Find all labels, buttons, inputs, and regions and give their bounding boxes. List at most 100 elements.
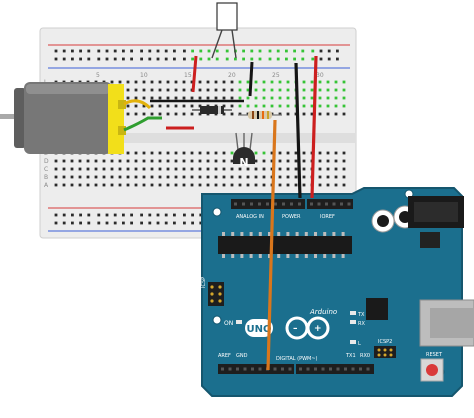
breadboard-hole	[294, 175, 298, 179]
header-pin[interactable]	[290, 202, 293, 206]
breadboard-hole	[254, 183, 258, 187]
header-pin[interactable]	[236, 367, 239, 371]
breadboard-hole	[150, 167, 154, 171]
header-pin[interactable]	[258, 202, 261, 206]
breadboard-hole	[122, 213, 125, 217]
header-pin[interactable]	[317, 202, 321, 206]
header-pin[interactable]	[273, 367, 277, 371]
header-pin[interactable]	[299, 367, 302, 371]
header-pin[interactable]	[306, 367, 310, 371]
header-pin[interactable]	[332, 202, 336, 206]
breadboard-hole	[102, 167, 106, 171]
chip-pin	[240, 232, 244, 236]
header-pin[interactable]	[329, 367, 332, 371]
header-pin[interactable]	[281, 367, 284, 371]
header-pin[interactable]	[298, 202, 301, 206]
wire-black-vertical	[248, 61, 254, 97]
sensor-lead-left	[211, 29, 223, 59]
sensor-component	[211, 2, 238, 59]
breadboard-hole	[70, 159, 74, 163]
chip-pin	[332, 254, 336, 258]
chip-pin	[314, 232, 317, 236]
header-pin[interactable]	[251, 367, 254, 371]
breadboard-hole	[173, 57, 176, 61]
chip-pin	[341, 232, 345, 236]
breadboard-hole	[54, 159, 58, 163]
header-pin[interactable]	[266, 202, 269, 206]
breadboard-hole	[230, 151, 234, 155]
breadboard-hole	[94, 175, 98, 179]
breadboard-hole	[310, 96, 314, 100]
header-pin[interactable]	[258, 367, 262, 371]
breadboard-hole	[222, 167, 226, 171]
breadboard-hole	[230, 167, 234, 171]
motor-wire-yellow	[123, 99, 152, 110]
icsp-pins	[210, 285, 222, 303]
breadboard-hole	[54, 167, 58, 171]
column-number: 5	[96, 72, 100, 79]
breadboard-hole	[105, 57, 109, 61]
header-pin[interactable]	[250, 202, 253, 206]
breadboard-hole	[150, 104, 154, 108]
header-pin[interactable]	[274, 202, 277, 206]
header-pin[interactable]	[314, 367, 317, 371]
breadboard-hole	[190, 175, 194, 179]
breadboard-hole	[79, 57, 82, 61]
breadboard-hole	[294, 167, 298, 171]
header-pin[interactable]	[288, 367, 292, 371]
arduino-uno-board: ANALOG IN POWER IOREF ICSP ON UNO	[201, 187, 474, 397]
breadboard-hole	[198, 151, 202, 155]
header-pin[interactable]	[351, 367, 355, 371]
header-pin[interactable]	[340, 202, 343, 206]
breadboard-hole	[258, 49, 262, 53]
header-pin[interactable]	[242, 202, 245, 206]
breadboard-hole	[86, 183, 90, 187]
breadboard-hole	[158, 88, 162, 92]
breadboard-hole	[182, 167, 186, 171]
header-pin[interactable]	[234, 202, 237, 206]
header-pin[interactable]	[336, 367, 340, 371]
header-pin[interactable]	[344, 367, 347, 371]
breadboard-hole	[142, 96, 146, 100]
breadboard-hole	[302, 151, 306, 155]
breadboard-hole	[242, 49, 245, 53]
header-pin[interactable]	[359, 367, 362, 371]
header-pin[interactable]	[282, 202, 285, 206]
header-pin[interactable]	[310, 202, 313, 206]
breadboard-hole	[198, 80, 202, 84]
breadboard-hole	[110, 80, 114, 84]
breadboard-hole	[214, 88, 218, 92]
breadboard-hole	[318, 96, 322, 100]
reset-label: RESET	[426, 352, 443, 358]
chip-pin	[268, 254, 271, 258]
aref-label: AREF	[218, 353, 231, 359]
breadboard-hole	[78, 167, 82, 171]
breadboard-hole	[190, 151, 194, 155]
breadboard-hole	[105, 49, 109, 53]
motor-front-cap	[14, 88, 26, 148]
digital-label: DIGITAL (PWM~)	[276, 356, 318, 362]
header-pin[interactable]	[347, 202, 351, 206]
header-pin[interactable]	[325, 202, 328, 206]
breadboard-hole	[166, 167, 170, 171]
header-pin[interactable]	[366, 367, 370, 371]
breadboard-hole	[190, 167, 194, 171]
breadboard-hole	[286, 159, 290, 163]
header-pin[interactable]	[321, 367, 325, 371]
breadboard-hole	[134, 88, 138, 92]
breadboard-hole	[102, 175, 106, 179]
breadboard-hole	[222, 80, 226, 84]
header-pin[interactable]	[243, 367, 247, 371]
breadboard-hole	[126, 151, 130, 155]
chip-pins	[222, 232, 345, 258]
breadboard-hole	[54, 49, 58, 53]
breadboard-hole	[278, 80, 282, 84]
reset-button-cap[interactable]	[426, 364, 438, 376]
breadboard-hole	[246, 167, 250, 171]
breadboard-hole	[86, 159, 90, 163]
breadboard-hole	[225, 49, 229, 53]
breadboard-hole	[286, 104, 290, 108]
header-pin[interactable]	[228, 367, 232, 371]
infinity-right-icon	[306, 316, 330, 340]
header-pin[interactable]	[221, 367, 224, 371]
